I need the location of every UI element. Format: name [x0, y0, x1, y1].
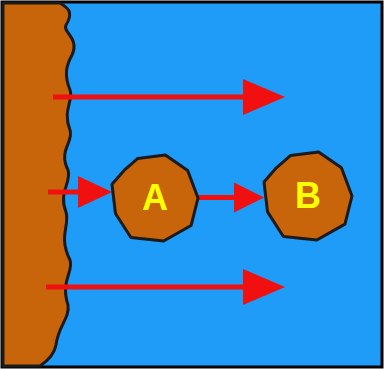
rock: A [112, 155, 198, 241]
rock-letter: A [142, 180, 168, 216]
arrow-shaft [53, 95, 247, 100]
rock-shape [112, 155, 198, 241]
arrow-head [234, 183, 264, 213]
current-arrow [46, 269, 285, 305]
rock-shape [264, 152, 352, 240]
arrow-shaft [46, 285, 247, 290]
arrow-head [243, 269, 285, 305]
arrow-head [78, 176, 112, 208]
water [2, 2, 382, 367]
rock-letter: B [295, 178, 321, 214]
arrow-shaft [48, 190, 80, 195]
current-arrow [48, 176, 112, 208]
current-arrow [53, 79, 285, 115]
current-arrow [198, 183, 264, 213]
arrow-head [243, 79, 285, 115]
rock: B [264, 152, 352, 240]
arrow-shaft [198, 195, 238, 200]
coastline [3, 3, 74, 366]
